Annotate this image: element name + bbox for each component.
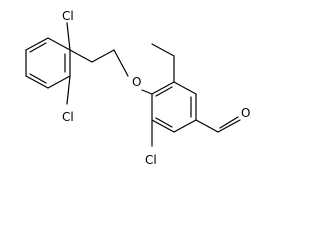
double-bond-aldehyde — [219, 116, 239, 129]
bond — [25, 37, 49, 51]
bond — [151, 119, 175, 133]
bond-to-cl-bottom-left — [66, 75, 71, 105]
bond-to-cho — [195, 119, 219, 133]
bond — [25, 75, 49, 89]
bond — [173, 119, 197, 133]
bond-to-cl-top — [66, 22, 71, 51]
bond-o-to-ring — [141, 89, 153, 95]
bond — [47, 75, 71, 89]
benzaldehyde-ring — [151, 81, 197, 133]
bond — [69, 49, 93, 63]
ether-oxygen-label: O — [132, 75, 141, 89]
bond — [151, 81, 175, 95]
chlorine-label-bottom-right: Cl — [145, 153, 157, 167]
chemical-structure-diagram: Cl Cl O Cl O — [25, 9, 250, 167]
double-bond-inner — [155, 117, 173, 128]
bond — [173, 81, 197, 95]
aldehyde-oxygen-label: O — [241, 106, 250, 120]
bond-benzyl-ch2 — [91, 49, 115, 63]
double-bond-inner — [29, 42, 47, 53]
bond-c-o-aldehyde — [217, 119, 241, 133]
dichlorophenyl-ring — [25, 37, 71, 89]
chlorine-label-top: Cl — [62, 9, 74, 23]
bond — [47, 37, 71, 51]
double-bond-inner — [29, 73, 47, 84]
bond-ch2-to-o — [113, 49, 129, 77]
chlorine-label-bottom-left: Cl — [62, 110, 74, 124]
double-bond-inner — [155, 86, 173, 97]
bond-methoxy-ch3 — [151, 43, 175, 57]
